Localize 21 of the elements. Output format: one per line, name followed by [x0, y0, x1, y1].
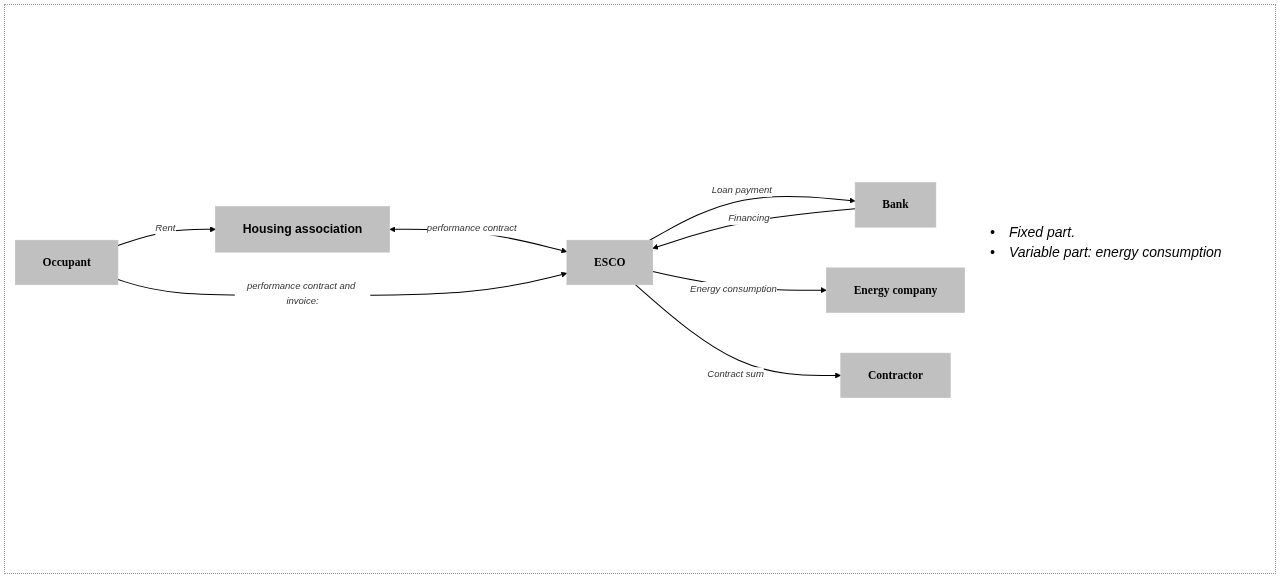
arrow — [117, 226, 216, 246]
node-box: ESCO — [566, 239, 654, 285]
edge-label: performance contract — [426, 222, 517, 234]
bullet: • — [990, 224, 995, 240]
note: Fixed part. — [1008, 224, 1076, 240]
arrow — [652, 208, 856, 250]
node-box: Bank — [854, 182, 937, 228]
note: Variable part: energy consumption — [1008, 244, 1222, 260]
bullet: • — [990, 244, 995, 260]
node-box: Energy company — [826, 267, 965, 313]
node-box: Housing association — [215, 206, 390, 253]
edge-label: Rent — [155, 222, 176, 234]
node-box: Occupant — [15, 239, 119, 285]
node-box: Contractor — [840, 352, 951, 398]
edge-label: Financing — [728, 211, 770, 223]
edge-label: Loan payment — [711, 183, 772, 195]
edge-label: performance contract and invoice: — [247, 280, 356, 306]
arrow — [634, 284, 842, 379]
edge-label: Contract sum — [707, 368, 764, 380]
edge-label: Energy consumption — [690, 283, 777, 295]
arrow — [649, 195, 856, 241]
